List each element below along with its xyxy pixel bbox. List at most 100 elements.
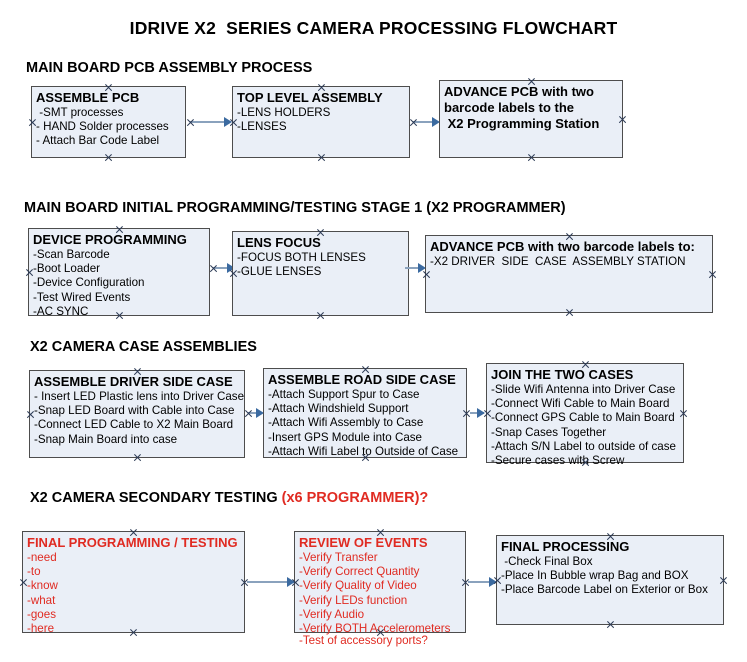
connector-handle-bottom[interactable] — [104, 153, 113, 162]
node-lens-focus[interactable]: LENS FOCUS -FOCUS BOTH LENSES -GLUE LENS… — [232, 231, 409, 316]
connector-handle-top[interactable] — [104, 83, 113, 92]
node-title: JOIN THE TWO CASES — [491, 367, 634, 382]
connector-handle-left[interactable] — [25, 268, 34, 277]
connector-handle-bottom[interactable] — [581, 458, 590, 467]
connector-handle-bottom[interactable] — [133, 453, 142, 462]
connector-handle-left[interactable] — [19, 578, 28, 587]
connector-handle-left[interactable] — [229, 269, 238, 278]
connector-handle-left[interactable] — [422, 270, 431, 279]
connector-handle-right[interactable] — [679, 409, 688, 418]
connector-handle-left[interactable] — [291, 578, 300, 587]
node-title: TOP LEVEL ASSEMBLY — [237, 90, 383, 105]
connector-handle-top[interactable] — [581, 360, 590, 369]
connector-handle-midpoint[interactable] — [186, 118, 195, 127]
node-title: DEVICE PROGRAMMING — [33, 232, 187, 247]
node-assemble-driver-side-case[interactable]: ASSEMBLE DRIVER SIDE CASE - Insert LED P… — [29, 370, 245, 458]
connector-handle-top[interactable] — [115, 225, 124, 234]
node-title-line3: X2 Programming Station — [444, 116, 600, 131]
connector-handle-bottom[interactable] — [317, 153, 326, 162]
node-line: -Scan Barcode — [33, 248, 110, 261]
connector-handle-top[interactable] — [376, 528, 385, 537]
node-line: - Attach Bar Code Label — [36, 134, 160, 148]
connector-handle-midpoint[interactable] — [209, 264, 218, 273]
arrow-icon — [227, 263, 235, 273]
node-line: -Attach Wifi Label to Outside of Case — [268, 444, 459, 458]
connector-handle-midpoint[interactable] — [244, 409, 253, 418]
node-line: -Place In Bubble wrap Bag and BOX — [501, 569, 689, 583]
node-device-programming[interactable]: DEVICE PROGRAMMING -Scan Barcode -Boot L… — [25, 225, 210, 318]
node-line: -Connect Wifi Cable to Main Board — [491, 397, 670, 411]
connector-handle-top[interactable] — [606, 532, 615, 541]
connector-handle-top[interactable] — [361, 365, 370, 374]
connector-handle-bottom[interactable] — [316, 311, 325, 320]
node-line: -goes — [27, 607, 57, 621]
connector-handle-top[interactable] — [316, 228, 325, 237]
arrow-icon — [477, 408, 485, 418]
node-line: -Verify Transfer — [299, 551, 378, 564]
node-line: -know — [27, 579, 58, 593]
node-line: -here — [27, 622, 55, 636]
node-advance-pcb-to-driver-side-case-station[interactable]: ADVANCE PCB with two barcode labels to: … — [425, 235, 713, 313]
node-line: -Test Wired Events — [33, 290, 131, 304]
connector-handle-bottom[interactable] — [115, 311, 124, 320]
section-heading-red-text: (x6 PROGRAMMER)? — [281, 490, 429, 506]
connector-handle-right[interactable] — [708, 270, 717, 279]
node-final-programming-testing[interactable]: FINAL PROGRAMMING / TESTING -need -to -k… — [19, 528, 245, 636]
section-heading-main-board-initial-programming: MAIN BOARD INITIAL PROGRAMMING/TESTING S… — [24, 200, 566, 216]
node-join-the-two-cases[interactable]: JOIN THE TWO CASES -Slide Wifi Antenna i… — [483, 360, 684, 467]
connector-handle-bottom[interactable] — [361, 453, 370, 462]
node-top-level-assembly[interactable]: TOP LEVEL ASSEMBLY -LENS HOLDERS -LENSES — [232, 86, 410, 158]
connector-handle-top[interactable] — [527, 77, 536, 86]
connector-handle-midpoint[interactable] — [409, 118, 418, 127]
node-line: -SMT processes — [36, 106, 124, 119]
connector-handle-bottom[interactable] — [565, 308, 574, 317]
connector-final-programming-to-review-of-events — [247, 581, 294, 583]
node-line: - HAND Solder processes — [36, 120, 169, 134]
node-overflow-line: -Test of accessory ports? — [299, 634, 428, 647]
node-assemble-pcb[interactable]: ASSEMBLE PCB -SMT processes - HAND Solde… — [31, 86, 186, 158]
node-line: -what — [27, 593, 56, 607]
node-line: -LENSES — [237, 120, 287, 134]
node-line: -Connect LED Cable to X2 Main Board — [34, 418, 234, 432]
node-advance-pcb-to-x2-programming-station[interactable]: ADVANCE PCB with two barcode labels to t… — [439, 80, 623, 158]
node-line: -Verify BOTH Accelerometers — [299, 622, 451, 636]
node-title: ASSEMBLE ROAD SIDE CASE — [268, 372, 456, 387]
node-line: -Insert GPS Module into Case — [268, 430, 423, 444]
connector-lens-focus-to-advance-pcb — [405, 267, 424, 269]
connector-driver-case-to-road-case — [248, 412, 262, 414]
node-line: -Verify Quality of Video — [299, 579, 417, 593]
connector-handle-top[interactable] — [133, 367, 142, 376]
connector-handle-right[interactable] — [618, 115, 627, 124]
connector-handle-bottom[interactable] — [129, 628, 138, 637]
node-assemble-road-side-case[interactable]: ASSEMBLE ROAD SIDE CASE -Attach Support … — [263, 368, 467, 458]
node-line: -Attach Windshield Support — [268, 402, 409, 416]
node-line: - Insert LED Plastic lens into Driver Ca… — [34, 390, 245, 403]
node-review-of-events[interactable]: REVIEW OF EVENTS -Verify Transfer -Verif… — [291, 528, 466, 647]
connector-handle-bottom[interactable] — [527, 153, 536, 162]
arrow-icon — [256, 408, 264, 418]
connector-handle-left[interactable] — [483, 409, 492, 418]
node-line: -Attach S/N Label to outside of case — [491, 439, 676, 453]
connector-handle-top[interactable] — [317, 83, 326, 92]
connector-handle-left[interactable] — [493, 576, 502, 585]
node-line: -AC SYNC — [33, 304, 89, 318]
connector-handle-bottom[interactable] — [376, 628, 385, 637]
node-line: -Place Barcode Label on Exterior or Box — [501, 583, 708, 597]
node-line: -Device Configuration — [33, 276, 145, 290]
connector-handle-top[interactable] — [129, 528, 138, 537]
node-line: -Snap Main Board into case — [34, 432, 178, 446]
connector-handle-top[interactable] — [565, 232, 574, 241]
node-final-processing[interactable]: FINAL PROCESSING -Check Final Box -Place… — [496, 535, 724, 625]
node-line: -Verify LEDs function — [299, 593, 408, 607]
node-line: -X2 DRIVER SIDE CASE ASSEMBLY STATION — [430, 255, 686, 268]
connector-handle-bottom[interactable] — [606, 620, 615, 629]
node-line: -Attach Wifi Assembly to Case — [268, 416, 424, 430]
node-title-line2: barcode labels to the — [444, 100, 575, 115]
connector-handle-right[interactable] — [719, 576, 728, 585]
connector-handle-left[interactable] — [26, 410, 35, 419]
connector-handle-left[interactable] — [229, 118, 238, 127]
node-title: ADVANCE PCB with two — [444, 84, 594, 99]
node-title: ASSEMBLE DRIVER SIDE CASE — [34, 374, 233, 389]
connector-handle-left[interactable] — [28, 118, 37, 127]
